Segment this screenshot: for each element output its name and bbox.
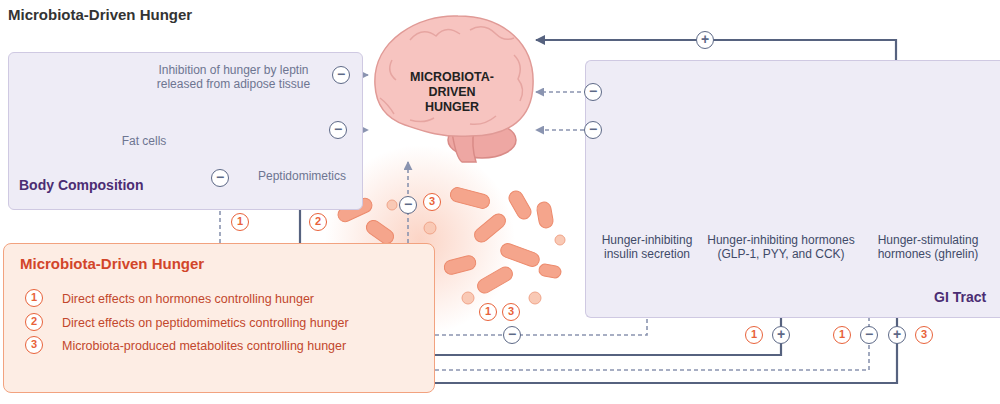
sign-label: +	[772, 326, 790, 344]
illustration-part	[380, 98, 394, 114]
illustration-part	[475, 264, 515, 295]
illustration-part	[470, 116, 496, 124]
callout-number: 3	[423, 193, 441, 211]
box-heading: Microbiota-Driven Hunger	[20, 255, 420, 273]
callout-number: 1	[745, 326, 763, 344]
sign-label: −	[860, 326, 878, 344]
illustration-part	[472, 211, 509, 245]
legend-box: Microbiota-Driven HungerDirect effects o…	[3, 243, 435, 393]
callout-number: 3	[502, 303, 520, 321]
sign-label: −	[503, 326, 521, 344]
illustration-part	[380, 27, 523, 125]
organ-label: Hunger-inhibiting insulin secretion	[591, 233, 703, 261]
effect-text: Inhibition of hunger by leptin released …	[151, 63, 316, 91]
brain	[375, 16, 533, 136]
panel-heading: GI Tract	[934, 289, 1000, 306]
list-item: Microbiota-produced metabolites controll…	[62, 338, 422, 354]
image-label: Fat cells	[113, 134, 175, 148]
effect-note: Inhibition of hunger by leptin released …	[151, 63, 316, 113]
illustration-part	[514, 55, 523, 101]
illustration-part	[529, 292, 541, 304]
list-item: Direct effects on peptidomimetics contro…	[62, 315, 422, 331]
panel: GI Tract Hunger-inhibiting insulin secret…	[585, 60, 1000, 318]
illustration-part	[506, 189, 533, 222]
callout-number: 1	[833, 326, 851, 344]
organ-label: Hunger-inhibiting hormones (GLP-1, PYY, …	[707, 233, 855, 261]
illustration-part	[462, 292, 474, 304]
organ-label: Hunger-stimulating hormones (ghrelin)	[859, 233, 997, 261]
organ-figure: Hunger-inhibiting hormones (GLP-1, PYY, …	[707, 79, 855, 276]
illustration-part	[410, 118, 434, 122]
effect-text: Peptidomimetics	[249, 169, 355, 183]
effect-note: Peptidomimetics	[249, 167, 355, 187]
callout-number: 1	[479, 303, 497, 321]
image-label: Fat cells	[113, 133, 175, 151]
brain	[375, 16, 533, 162]
arrow-connector	[407, 162, 409, 243]
sign-label: +	[696, 31, 714, 49]
callout-number: 2	[309, 213, 327, 231]
illustration-part	[449, 186, 491, 210]
illustration-part	[555, 235, 565, 245]
brain-figure: MICROBIOTA-DRIVEN HUNGER	[368, 12, 536, 162]
illustration-part	[410, 29, 460, 40]
callout-number: 3	[915, 326, 933, 344]
illustration-part	[387, 200, 397, 210]
sign-label: +	[888, 326, 906, 344]
list-item: Direct effects on hormones controlling h…	[62, 291, 422, 307]
illustration-part	[538, 263, 562, 279]
sign-label: −	[399, 196, 417, 214]
panel-heading: Body Composition	[19, 177, 239, 194]
illustration-part	[390, 60, 396, 80]
organ-figure: Hunger-inhibiting insulin secretion	[591, 151, 703, 276]
brain-label: MICROBIOTA-DRIVEN HUNGER	[402, 70, 502, 115]
organ-figure: Hunger-stimulating hormones (ghrelin)	[859, 63, 997, 276]
illustration-part	[536, 201, 554, 229]
callout-number: 1	[231, 213, 249, 231]
illustration-part	[424, 222, 436, 234]
diagram-title: Microbiota-Driven Hunger	[8, 6, 192, 23]
illustration-part	[499, 242, 541, 269]
illustration-part	[470, 27, 514, 40]
illustration-part	[443, 254, 478, 276]
panel: Body Composition Fat cells Inhibition of h…	[8, 52, 363, 210]
